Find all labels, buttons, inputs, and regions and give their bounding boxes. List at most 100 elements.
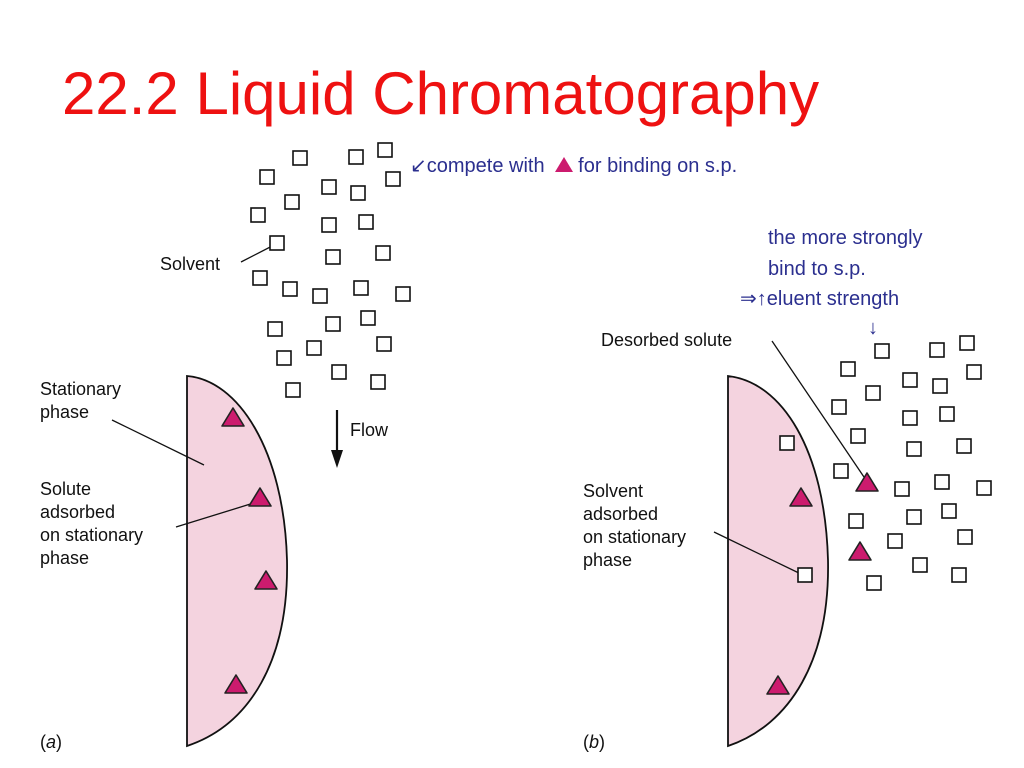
solvent-adsorbed-label: Solvent adsorbed on stationary phase [583, 480, 686, 572]
square-icon [358, 214, 374, 230]
square-icon [957, 529, 973, 545]
square-icon [321, 217, 337, 233]
stationary-contents-b [766, 435, 813, 695]
stationary-phase-b [727, 374, 829, 748]
triangle-icon [855, 472, 879, 492]
square-icon [267, 321, 283, 337]
stationary-leader-line [111, 419, 205, 466]
triangle-icon [789, 487, 813, 507]
square-icon [902, 372, 918, 388]
square-icon [797, 567, 813, 583]
square-icon [269, 235, 285, 251]
square-icon [939, 406, 955, 422]
eluent-note-line-2: bind to s.p. [768, 258, 866, 280]
panel-b-caption: (b) [583, 732, 606, 752]
solvent-adsorbed-leader-line [713, 531, 804, 576]
square-icon [285, 382, 301, 398]
solute-adsorbed-label-line: phase [40, 548, 90, 568]
square-icon [929, 342, 945, 358]
square-icon [848, 513, 864, 529]
square-icon [325, 316, 341, 332]
square-icon [350, 185, 366, 201]
square-icon [321, 179, 337, 195]
square-icon [292, 150, 308, 166]
triangle-icon [848, 541, 872, 561]
solvent-adsorbed-label-line: phase [583, 550, 633, 570]
solvent-adsorbed-label-line: adsorbed [583, 504, 659, 524]
solute-leader-line [175, 501, 258, 528]
solvent-adsorbed-label-line: on stationary [583, 527, 687, 547]
square-icon [959, 335, 975, 351]
square-icon [912, 557, 928, 573]
solute-adsorbed-label-line: adsorbed [40, 502, 116, 522]
square-icon [976, 480, 992, 496]
square-icon [866, 575, 882, 591]
square-icon [850, 428, 866, 444]
compete-note-text-after: for binding on s.p. [578, 155, 738, 177]
square-icon [306, 340, 322, 356]
square-icon [906, 509, 922, 525]
square-icon [325, 249, 341, 265]
square-icon [250, 207, 266, 223]
solute-adsorbed-label-line: Solute [40, 479, 92, 499]
square-icon [395, 286, 411, 302]
solvent-adsorbed-label-line: Solvent [583, 481, 644, 501]
desorbed-solute-group-b [848, 472, 879, 561]
triangle-icon [766, 675, 790, 695]
triangle-icon [224, 674, 248, 694]
flow-arrow-icon [331, 410, 343, 468]
square-icon [377, 142, 393, 158]
solute-group-a [221, 407, 278, 694]
square-icon [331, 364, 347, 380]
square-icon [951, 567, 967, 583]
eluent-note-line-1: the more strongly [768, 227, 923, 249]
square-icon [360, 310, 376, 326]
solvent-cloud-a [250, 142, 411, 398]
square-icon [259, 169, 275, 185]
square-icon [906, 441, 922, 457]
square-icon [252, 270, 268, 286]
triangle-icon [221, 407, 245, 427]
square-icon [874, 343, 890, 359]
triangle-icon [248, 487, 272, 507]
down-arrow-icon: ↓ [868, 317, 878, 339]
square-icon [865, 385, 881, 401]
square-icon [779, 435, 795, 451]
square-icon [376, 336, 392, 352]
triangle-icon [254, 570, 278, 590]
square-icon [833, 463, 849, 479]
square-icon [375, 245, 391, 261]
square-icon [284, 194, 300, 210]
square-icon [385, 171, 401, 187]
diagonal-arrow-icon: ↙ [410, 155, 427, 177]
slide-title: 22.2 Liquid Chromatography [62, 60, 820, 127]
square-icon [932, 378, 948, 394]
stationary-phase-label: Stationary phase [40, 378, 121, 424]
square-icon [312, 288, 328, 304]
square-icon [348, 149, 364, 165]
stationary-phase-label-line: phase [40, 402, 90, 422]
flow-label: Flow [350, 420, 389, 440]
compete-note-text-before: compete with [426, 155, 545, 177]
square-icon [966, 364, 982, 380]
square-icon [887, 533, 903, 549]
panel-a-caption: (a) [40, 732, 63, 752]
stationary-phase-a [186, 375, 288, 748]
square-icon [370, 374, 386, 390]
square-icon [934, 474, 950, 490]
desorbed-leader-line [771, 340, 867, 481]
square-icon [840, 361, 856, 377]
eluent-note-line-3: ⇒↑eluent strength [740, 288, 900, 310]
square-icon [831, 399, 847, 415]
square-icon [956, 438, 972, 454]
stationary-phase-label-line: Stationary [40, 379, 122, 399]
solute-adsorbed-label-line: on stationary [40, 525, 144, 545]
compete-note: ↙compete with for binding on s.p. [410, 156, 737, 176]
square-icon [894, 481, 910, 497]
square-icon [282, 281, 298, 297]
square-icon [902, 410, 918, 426]
solvent-cloud-b [831, 335, 992, 591]
triangle-icon [555, 157, 574, 172]
solute-adsorbed-label: Solute adsorbed on stationary phase [40, 478, 143, 570]
